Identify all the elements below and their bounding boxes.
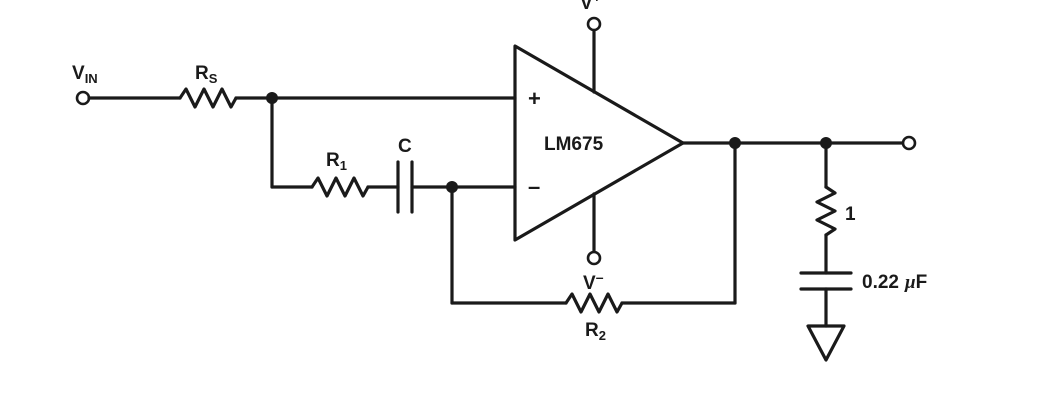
resistor-rs [178,87,238,109]
label-rs: RS [195,63,218,86]
label-inverting-input: – [528,174,540,199]
label-r1: R1 [326,150,347,173]
label-vin: VIN [72,63,98,86]
label-r2: R2 [585,320,606,343]
label-c: C [398,136,412,157]
label-load-resistor: 1 [845,204,856,225]
vminus-terminal [586,250,602,266]
resistor-load [815,185,837,237]
label-noninverting-input: + [528,86,541,111]
label-vminus: V– [583,269,604,294]
junction-output-feedback [729,137,741,149]
resistor-r1 [310,176,370,198]
ground-icon [806,324,846,362]
label-opamp: LM675 [544,134,604,155]
output-terminal [901,135,917,151]
vplus-terminal [586,16,602,32]
opamp-lm675 [513,44,685,242]
resistor-r2 [564,292,624,314]
label-vplus: V+ [580,0,601,14]
vin-terminal [75,90,91,106]
